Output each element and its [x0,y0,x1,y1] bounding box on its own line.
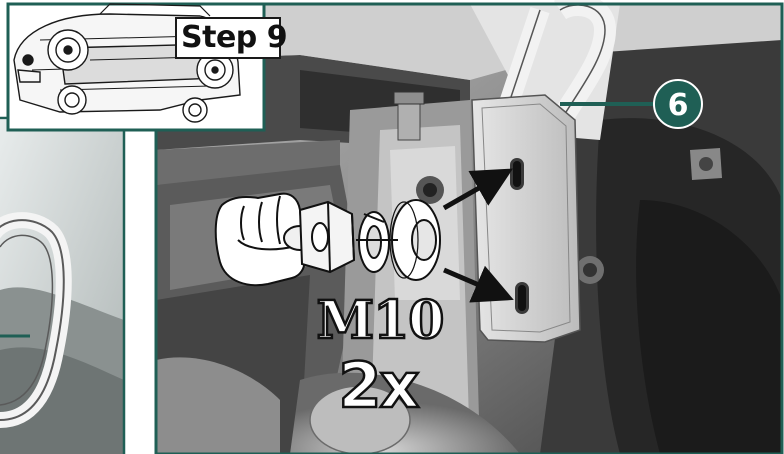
lock-washer-icon [359,212,389,272]
step-title: Step 9 [181,18,283,58]
callout-number: 6 [651,83,705,129]
hex-nut-icon [300,202,354,272]
previous-step-photo-panel [0,118,124,454]
bolt-size-label: M10 [300,292,460,350]
quantity-label: 2x [318,352,438,420]
